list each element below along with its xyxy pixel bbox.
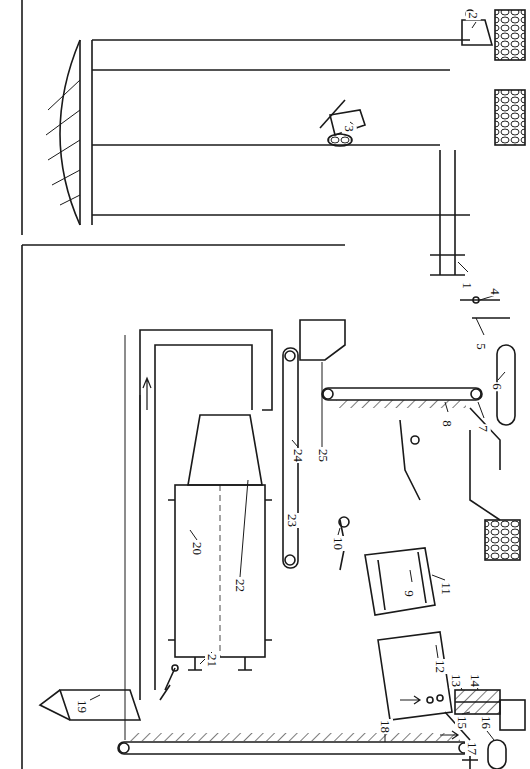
callout-number: 12: [433, 659, 448, 674]
callout-number: 17: [465, 741, 480, 756]
callout-number: 7: [475, 424, 490, 433]
callout-number: 2: [465, 11, 480, 20]
callout-number: 22: [233, 578, 248, 593]
callout-number: 18: [378, 719, 393, 734]
callout-number: 9: [401, 589, 416, 598]
callout-number: 1: [459, 281, 474, 290]
callout-number: 25: [316, 448, 331, 463]
callout-number: 3: [341, 124, 356, 133]
callout-number: 5: [473, 342, 488, 351]
callout-number: 19: [75, 699, 90, 714]
callout-number: 15: [455, 715, 470, 730]
callout-number: 16: [479, 715, 494, 730]
callout-number: 6: [489, 382, 504, 391]
callout-number: 4: [487, 287, 502, 296]
callout-number: 20: [190, 541, 205, 556]
callout-number: 24: [291, 448, 306, 463]
callout-number: 23: [285, 513, 300, 528]
callout-number: 11: [438, 581, 453, 596]
callout-number: 14: [468, 673, 483, 688]
callout-number: 10: [331, 536, 346, 551]
callout-number: 8: [439, 419, 454, 428]
callout-number: 21: [205, 653, 220, 668]
callout-number: 13: [449, 673, 464, 688]
